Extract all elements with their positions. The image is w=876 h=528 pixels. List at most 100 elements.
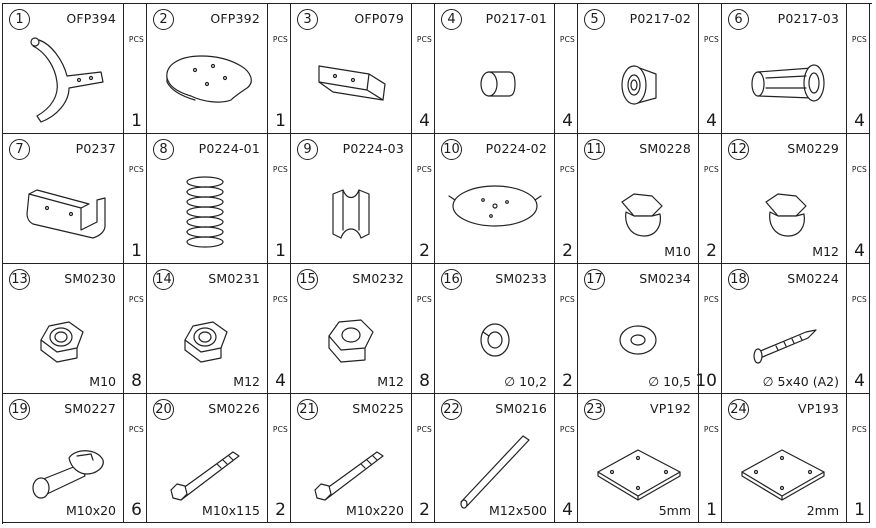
pcs-column: PCS 1 — [846, 394, 869, 522]
part-quantity: 2 — [419, 241, 430, 261]
pcs-column: PCS 1 — [698, 394, 721, 522]
pcs-column: PCS 2 — [554, 264, 577, 393]
flat-bar-icon — [299, 30, 407, 126]
part-cell-18: 18 SM0224 ∅ 5x40 (A2) PCS 4 — [722, 264, 870, 394]
part-code: SM0230 — [64, 271, 116, 286]
part-number: 5 — [584, 9, 605, 30]
part-spec: ∅ 10,2 — [504, 374, 547, 389]
part-number: 2 — [153, 9, 174, 30]
part-number: 4 — [441, 9, 462, 30]
part-code: P0217-03 — [777, 11, 839, 26]
pcs-label: PCS — [851, 165, 867, 174]
part-code: OFP394 — [66, 11, 116, 26]
part-number: 8 — [153, 139, 174, 160]
part-quantity: 10 — [695, 371, 717, 391]
part-quantity: 4 — [706, 111, 717, 131]
part-cell-2: 2 OFP392 PCS 1 — [147, 4, 291, 134]
mounting-plate-icon — [155, 30, 263, 126]
pcs-label: PCS — [272, 295, 288, 304]
pcs-column: PCS 4 — [698, 4, 721, 133]
part-cell-6: 6 P0217-03 PCS 4 — [722, 4, 870, 134]
pcs-label: PCS — [851, 295, 867, 304]
pcs-label: PCS — [272, 165, 288, 174]
part-code: OFP079 — [354, 11, 404, 26]
sleeve-icon — [730, 30, 838, 126]
pcs-column: PCS 8 — [411, 264, 434, 393]
part-quantity: 4 — [854, 111, 865, 131]
pcs-column: PCS 4 — [846, 134, 869, 263]
pcs-label: PCS — [703, 425, 719, 434]
part-number: 10 — [441, 139, 462, 160]
part-quantity: 2 — [419, 500, 430, 520]
pcs-column: PCS 10 — [695, 264, 721, 393]
pcs-column: PCS 4 — [411, 4, 434, 133]
part-quantity: 2 — [275, 500, 286, 520]
part-number: 16 — [441, 269, 462, 290]
part-number: 17 — [584, 269, 605, 290]
part-spec: 2mm — [806, 503, 839, 518]
part-cell-9: 9 P0224-03 PCS 2 — [291, 134, 435, 264]
pcs-column: PCS 6 — [123, 394, 146, 522]
part-cell-16: 16 SM0233 ∅ 10,2 PCS 2 — [435, 264, 578, 394]
part-cell-15: 15 SM0232 M12 PCS 8 — [291, 264, 435, 394]
cap-nut-icon — [730, 160, 838, 256]
pcs-column: PCS 1 — [123, 134, 146, 263]
part-cell-3: 3 OFP079 PCS 4 — [291, 4, 435, 134]
square-plate-icon — [586, 420, 694, 516]
part-cell-23: 23 VP192 5mm PCS 1 — [578, 394, 722, 523]
pcs-label: PCS — [559, 35, 575, 44]
pcs-column: PCS 2 — [267, 394, 290, 522]
part-quantity: 4 — [854, 371, 865, 391]
part-cell-13: 13 SM0230 M10 PCS 8 — [3, 264, 147, 394]
part-cell-7: 7 P0237 PCS 1 — [3, 134, 147, 264]
part-cell-17: 17 SM0234 ∅ 10,5 PCS 10 — [578, 264, 722, 394]
part-spec: M10x20 — [66, 503, 116, 518]
part-code: P0224-01 — [198, 141, 260, 156]
pcs-label: PCS — [559, 165, 575, 174]
saddle-block-icon — [299, 160, 407, 256]
part-quantity: 2 — [706, 241, 717, 261]
part-spec: M10x115 — [202, 503, 260, 518]
pcs-label: PCS — [416, 35, 432, 44]
pcs-column: PCS 1 — [267, 4, 290, 133]
flat-washer-icon — [586, 290, 694, 386]
part-number: 20 — [153, 399, 174, 420]
pcs-label: PCS — [851, 35, 867, 44]
plug-icon — [443, 30, 551, 126]
lock-nut-icon — [11, 290, 119, 386]
part-code: P0217-01 — [485, 11, 547, 26]
pcs-column: PCS 4 — [846, 4, 869, 133]
pcs-label: PCS — [128, 425, 144, 434]
spring-icon — [155, 160, 263, 256]
disc-plate-icon — [443, 160, 551, 256]
pcs-column: PCS 2 — [554, 134, 577, 263]
part-quantity: 1 — [275, 111, 286, 131]
part-cell-14: 14 SM0231 M12 PCS 4 — [147, 264, 291, 394]
pcs-label: PCS — [703, 35, 719, 44]
part-cell-24: 24 VP193 2mm PCS 1 — [722, 394, 870, 523]
part-spec: ∅ 10,5 — [648, 374, 691, 389]
part-quantity: 6 — [131, 500, 142, 520]
part-quantity: 1 — [854, 500, 865, 520]
pcs-label: PCS — [416, 295, 432, 304]
grommet-icon — [586, 30, 694, 126]
part-cell-19: 19 SM0227 M10x20 PCS 6 — [3, 394, 147, 523]
part-code: P0237 — [75, 141, 116, 156]
pcs-column: PCS 1 — [267, 134, 290, 263]
screw-icon — [730, 290, 838, 386]
pcs-label: PCS — [272, 35, 288, 44]
part-spec: M12 — [233, 374, 260, 389]
u-channel-icon — [11, 160, 119, 256]
part-quantity: 8 — [419, 371, 430, 391]
part-spec: M12x500 — [489, 503, 547, 518]
part-spec: M12 — [377, 374, 404, 389]
part-number: 24 — [728, 399, 749, 420]
part-cell-11: 11 SM0228 M10 PCS 2 — [578, 134, 722, 264]
part-quantity: 4 — [562, 111, 573, 131]
part-code: P0224-03 — [342, 141, 404, 156]
part-number: 13 — [9, 269, 30, 290]
pcs-label: PCS — [703, 165, 719, 174]
part-number: 14 — [153, 269, 174, 290]
part-cell-21: 21 SM0225 M10x220 PCS 2 — [291, 394, 435, 523]
part-spec: ∅ 5x40 (A2) — [762, 374, 839, 389]
